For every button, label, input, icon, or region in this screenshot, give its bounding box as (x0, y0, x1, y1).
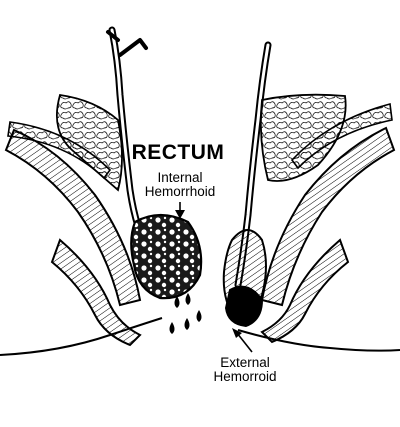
left-rectal-wall (0, 26, 203, 356)
rectum-title: RECTUM (131, 141, 225, 164)
internal-hemorrhoid-label: Internal Hemorrhoid (128, 170, 232, 200)
right-rectal-wall (222, 41, 400, 352)
internal-hemorrhoid-arrow (175, 202, 185, 219)
external-hemorrhoid-label: External Hemorroid (193, 355, 297, 385)
internal-hemorrhoid-label-line1: Internal (157, 170, 203, 185)
external-hemorrhoid-label-line1: External (220, 355, 270, 370)
internal-hemorrhoid-label-line2: Hemorrhoid (144, 184, 216, 200)
external-hemorrhoid-label-line2: Hemorroid (213, 369, 277, 385)
blood-drops (169, 293, 202, 334)
external-hemorrhoid-arrow (232, 328, 253, 353)
